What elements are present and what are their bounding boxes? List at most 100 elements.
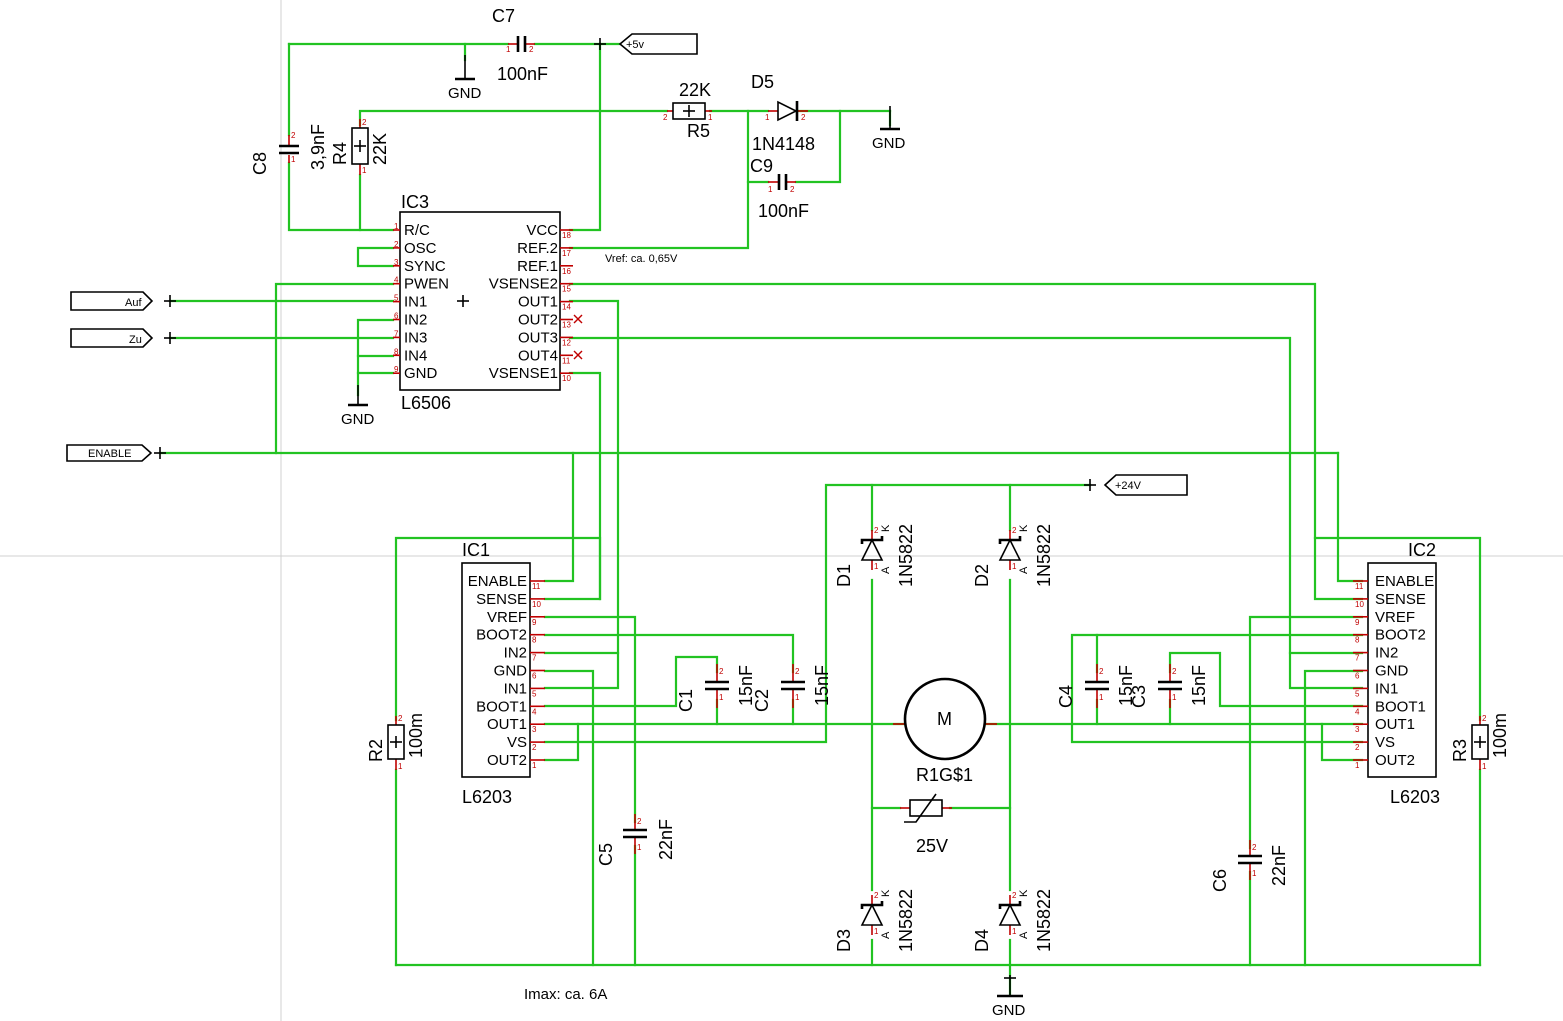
- svg-text:2: 2: [719, 667, 724, 676]
- svg-text:10: 10: [562, 374, 571, 383]
- ic1-pin-label: GND: [494, 663, 528, 680]
- ic1-pin-label: VREF: [487, 609, 527, 626]
- capacitor-c6[interactable]: 21 C6 22nF: [1210, 840, 1289, 892]
- c6-value: 22nF: [1269, 845, 1289, 886]
- ground-symbol-ic3: GND: [341, 385, 375, 428]
- ic2-pin-label: IN2: [1375, 645, 1398, 662]
- svg-text:5: 5: [532, 689, 537, 698]
- svg-text:11: 11: [562, 356, 571, 365]
- port-zu-label: Zu: [129, 334, 142, 346]
- svg-text:9: 9: [394, 365, 399, 374]
- svg-text:6: 6: [394, 312, 399, 321]
- vref-note: Vref: ca. 0,65V: [605, 253, 678, 265]
- svg-text:1: 1: [768, 185, 773, 194]
- ic3-pin-label: VSENSE2: [489, 276, 558, 293]
- svg-text:2: 2: [1012, 526, 1017, 535]
- svg-text:9: 9: [532, 618, 537, 627]
- capacitor-c2[interactable]: 21 C2 15nF: [752, 664, 832, 712]
- svg-text:1: 1: [795, 693, 800, 702]
- svg-text:2: 2: [291, 131, 296, 140]
- r3-value: 100m: [1490, 713, 1510, 758]
- ic2-label: IC2: [1408, 540, 1436, 560]
- ic1-pin-label: VS: [507, 734, 527, 751]
- resistor-r4[interactable]: 21 R4 22K: [330, 118, 390, 175]
- port-zu[interactable]: Zu: [70, 328, 176, 348]
- ground-symbol-bottom: GND: [992, 975, 1026, 1019]
- port-auf[interactable]: Auf: [70, 291, 176, 311]
- ic1-l6203[interactable]: IC1 L6203 11ENABLE10SENSE9VREF8BOOT27IN2…: [461, 540, 545, 807]
- ic3-pin-label: PWEN: [404, 276, 449, 293]
- svg-text:A: A: [1018, 566, 1030, 574]
- svg-text:11: 11: [532, 582, 541, 591]
- r2-label: R2: [366, 739, 386, 762]
- ic2-pin-label: OUT1: [1375, 716, 1415, 733]
- capacitor-c8[interactable]: 21 C8 3,9nF: [250, 124, 328, 175]
- svg-text:2: 2: [790, 185, 795, 194]
- ic3-pin-label: GND: [404, 365, 438, 382]
- svg-text:1: 1: [719, 693, 724, 702]
- svg-text:2: 2: [801, 113, 806, 122]
- svg-text:3: 3: [532, 725, 537, 734]
- r4-value: 22K: [370, 133, 390, 165]
- ic3-pin-label: R/C: [404, 222, 430, 239]
- diode-d2-label: D2: [972, 564, 992, 587]
- ic2-pin-label: IN1: [1375, 680, 1398, 697]
- ic3-right-pins: 18VCC17REF.216REF.115VSENSE214OUT113OUT2…: [489, 222, 573, 383]
- ic1-pin-label: SENSE: [476, 591, 527, 608]
- svg-text:12: 12: [562, 338, 571, 347]
- svg-text:1: 1: [874, 562, 879, 571]
- svg-text:2: 2: [1099, 667, 1104, 676]
- resistor-r2[interactable]: 21 R2 100m: [366, 713, 426, 771]
- svg-text:10: 10: [1355, 600, 1364, 609]
- svg-text:4: 4: [394, 276, 399, 285]
- motor-m[interactable]: M R1G$1: [893, 677, 997, 785]
- diode-d1-label: D1: [834, 564, 854, 587]
- svg-text:11: 11: [1355, 582, 1364, 591]
- ic2-pin-label: BOOT1: [1375, 698, 1426, 715]
- capacitor-c4[interactable]: 21 C4 15nF: [1056, 664, 1136, 708]
- svg-text:1: 1: [291, 155, 296, 164]
- port-24v[interactable]: +24V: [1084, 474, 1188, 496]
- svg-text:K: K: [880, 889, 892, 897]
- capacitor-c3[interactable]: 21 C3 15nF: [1129, 664, 1209, 708]
- c9-label: C9: [750, 156, 773, 176]
- svg-text:2: 2: [1172, 667, 1177, 676]
- ic2-pin-label: ENABLE: [1375, 573, 1434, 590]
- svg-text:2: 2: [1355, 743, 1360, 752]
- ground-symbol-c7: GND: [448, 55, 482, 102]
- c3-value: 15nF: [1189, 665, 1209, 706]
- svg-text:1: 1: [1099, 693, 1104, 702]
- ic1-pin-label: OUT2: [487, 752, 527, 769]
- ic2-pin-label: GND: [1375, 663, 1409, 680]
- port-enable[interactable]: ENABLE: [66, 444, 166, 462]
- c9-value: 100nF: [758, 201, 809, 221]
- svg-text:14: 14: [562, 303, 571, 312]
- ic1-pin-label: ENABLE: [468, 573, 527, 590]
- capacitor-c1[interactable]: 21 C1 15nF: [676, 664, 756, 712]
- svg-text:2: 2: [795, 667, 800, 676]
- ic1-pin-label: BOOT1: [476, 698, 527, 715]
- svg-text:2: 2: [663, 113, 668, 122]
- svg-text:1: 1: [362, 166, 367, 175]
- diode-d4-label: D4: [972, 929, 992, 952]
- diode-d4-value: 1N5822: [1034, 889, 1054, 952]
- capacitor-c5[interactable]: 21 C5 22nF: [596, 814, 676, 866]
- ic2-pin-label: OUT2: [1375, 752, 1415, 769]
- svg-text:1: 1: [874, 927, 879, 936]
- resistor-r3[interactable]: 21 R3 100m: [1450, 713, 1510, 771]
- svg-text:18: 18: [562, 231, 571, 240]
- port-5v[interactable]: +5v: [594, 33, 698, 55]
- varistor[interactable]: 25V: [900, 793, 952, 856]
- d5-label: D5: [751, 72, 774, 92]
- svg-text:2: 2: [1482, 714, 1487, 723]
- capacitor-c9[interactable]: 1 2 C9 100nF: [750, 156, 809, 221]
